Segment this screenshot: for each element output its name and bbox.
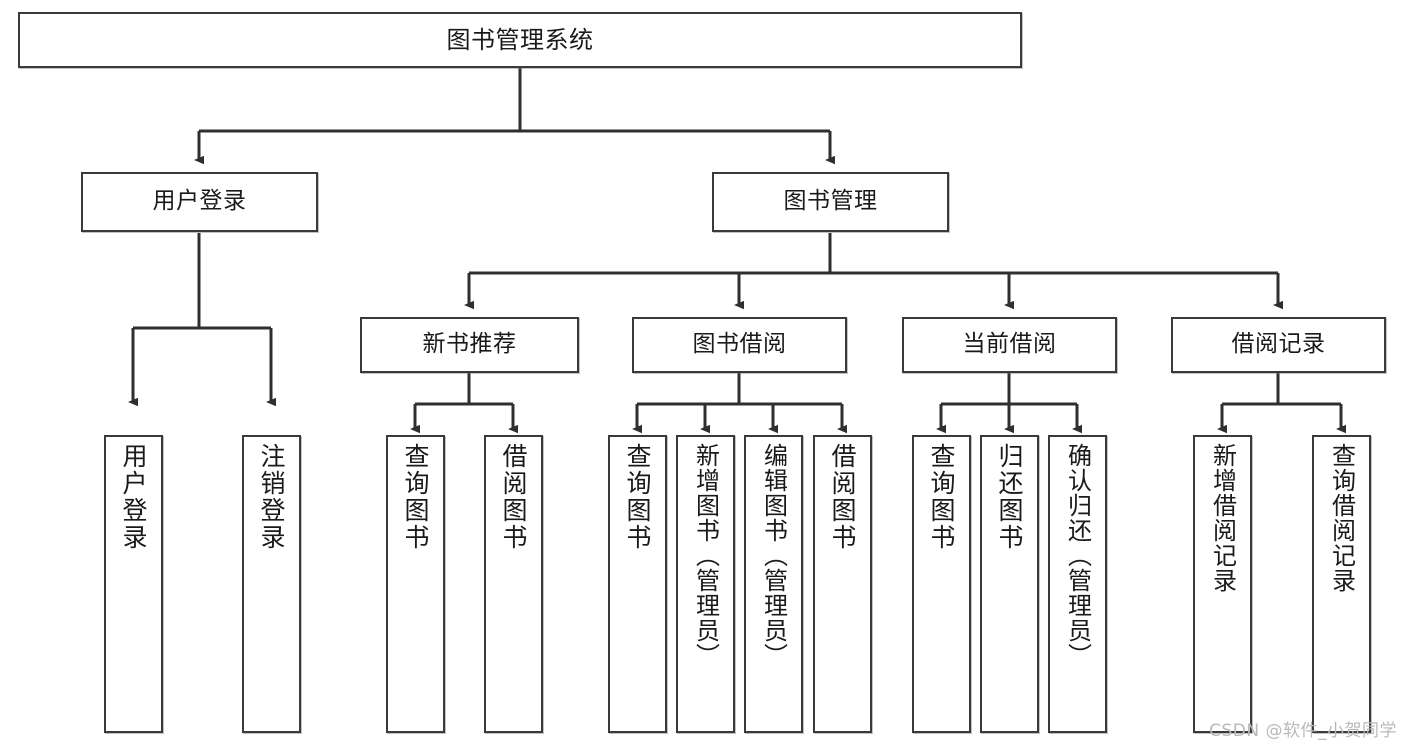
node-leaf-return-book-label: 归还图书 [995, 443, 1024, 551]
node-leaf-user-login[interactable]: 用户登录 [104, 435, 163, 733]
node-leaf-query-book-1-label: 查询图书 [401, 443, 430, 551]
node-current-borrow-label: 当前借阅 [962, 331, 1057, 358]
node-root-system[interactable]: 图书管理系统 [18, 12, 1022, 68]
node-book-borrow-label: 图书借阅 [692, 331, 787, 358]
node-user-login[interactable]: 用户登录 [81, 172, 318, 232]
node-root-system-label: 图书管理系统 [446, 25, 594, 54]
node-leaf-query-book-3-label: 查询图书 [927, 443, 956, 551]
node-user-login-label: 用户登录 [152, 188, 247, 215]
node-leaf-query-book-2-label: 查询图书 [623, 443, 652, 551]
node-leaf-borrow-book-2-label: 借阅图书 [828, 443, 857, 551]
node-new-book-recommend[interactable]: 新书推荐 [360, 317, 579, 373]
node-current-borrow[interactable]: 当前借阅 [902, 317, 1117, 373]
node-borrow-record[interactable]: 借阅记录 [1171, 317, 1386, 373]
node-leaf-edit-book-label: 编辑图书（管理员） [759, 443, 788, 668]
node-leaf-query-book-3[interactable]: 查询图书 [912, 435, 971, 733]
node-leaf-query-record[interactable]: 查询借阅记录 [1312, 435, 1371, 733]
node-leaf-query-book-2[interactable]: 查询图书 [608, 435, 667, 733]
node-book-manage-label: 图书管理 [783, 188, 878, 215]
node-leaf-query-record-label: 查询借阅记录 [1327, 443, 1356, 593]
node-book-manage[interactable]: 图书管理 [712, 172, 949, 232]
node-book-borrow[interactable]: 图书借阅 [632, 317, 847, 373]
node-leaf-return-book[interactable]: 归还图书 [980, 435, 1039, 733]
node-leaf-borrow-book-1-label: 借阅图书 [499, 443, 528, 551]
node-leaf-add-book[interactable]: 新增图书（管理员） [676, 435, 735, 733]
node-leaf-edit-book[interactable]: 编辑图书（管理员） [744, 435, 803, 733]
node-leaf-query-book-1[interactable]: 查询图书 [386, 435, 445, 733]
node-leaf-borrow-book-2[interactable]: 借阅图书 [813, 435, 872, 733]
node-leaf-add-book-label: 新增图书（管理员） [691, 443, 720, 668]
node-leaf-user-login-label: 用户登录 [119, 443, 148, 551]
node-leaf-add-record-label: 新增借阅记录 [1208, 443, 1237, 593]
csdn-watermark: CSDN @软件_小贺同学 [1209, 721, 1397, 741]
node-new-book-recommend-label: 新书推荐 [422, 331, 517, 358]
node-leaf-borrow-book-1[interactable]: 借阅图书 [484, 435, 543, 733]
node-leaf-confirm-return-label: 确认归还（管理员） [1063, 443, 1092, 668]
node-leaf-logout-login[interactable]: 注销登录 [242, 435, 301, 733]
node-leaf-logout-login-label: 注销登录 [257, 443, 286, 551]
node-leaf-confirm-return[interactable]: 确认归还（管理员） [1048, 435, 1107, 733]
node-leaf-add-record[interactable]: 新增借阅记录 [1193, 435, 1252, 733]
node-borrow-record-label: 借阅记录 [1231, 331, 1326, 358]
